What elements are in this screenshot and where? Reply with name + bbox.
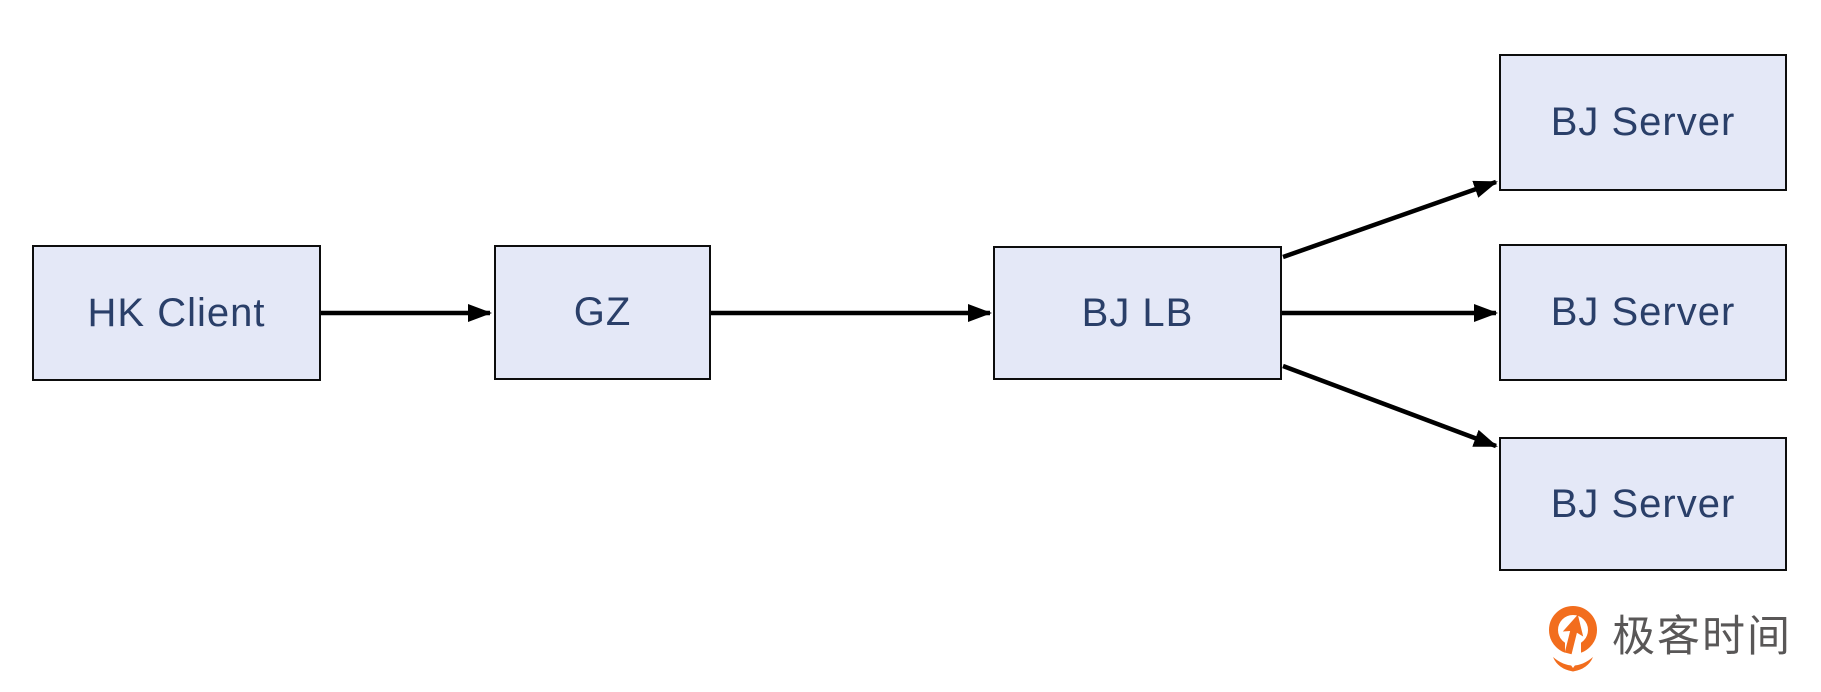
node-gz-label: GZ bbox=[573, 290, 632, 334]
brand-watermark: 极客时间 bbox=[1546, 602, 1792, 672]
node-bj-server-2: BJ Server bbox=[1499, 244, 1787, 381]
node-bj-server-3-label: BJ Server bbox=[1550, 481, 1736, 526]
node-gz: GZ bbox=[494, 245, 711, 380]
brand-logo-text: 极客时间 bbox=[1612, 613, 1792, 661]
node-bj-lb: BJ LB bbox=[993, 246, 1282, 380]
node-bj-server-3: BJ Server bbox=[1499, 437, 1787, 571]
node-bj-server-1: BJ Server bbox=[1499, 54, 1787, 191]
node-hk-client-label: HK Client bbox=[87, 290, 266, 335]
node-bj-server-1-label: BJ Server bbox=[1550, 100, 1736, 144]
geektime-pin-icon bbox=[1549, 606, 1597, 672]
node-bj-server-2-label: BJ Server bbox=[1550, 290, 1736, 334]
node-bj-lb-label: BJ LB bbox=[1081, 290, 1194, 335]
node-hk-client: HK Client bbox=[32, 245, 321, 381]
edge-bjlb-to-server1 bbox=[1282, 179, 1498, 260]
edge-bjlb-to-server3 bbox=[1282, 363, 1498, 449]
